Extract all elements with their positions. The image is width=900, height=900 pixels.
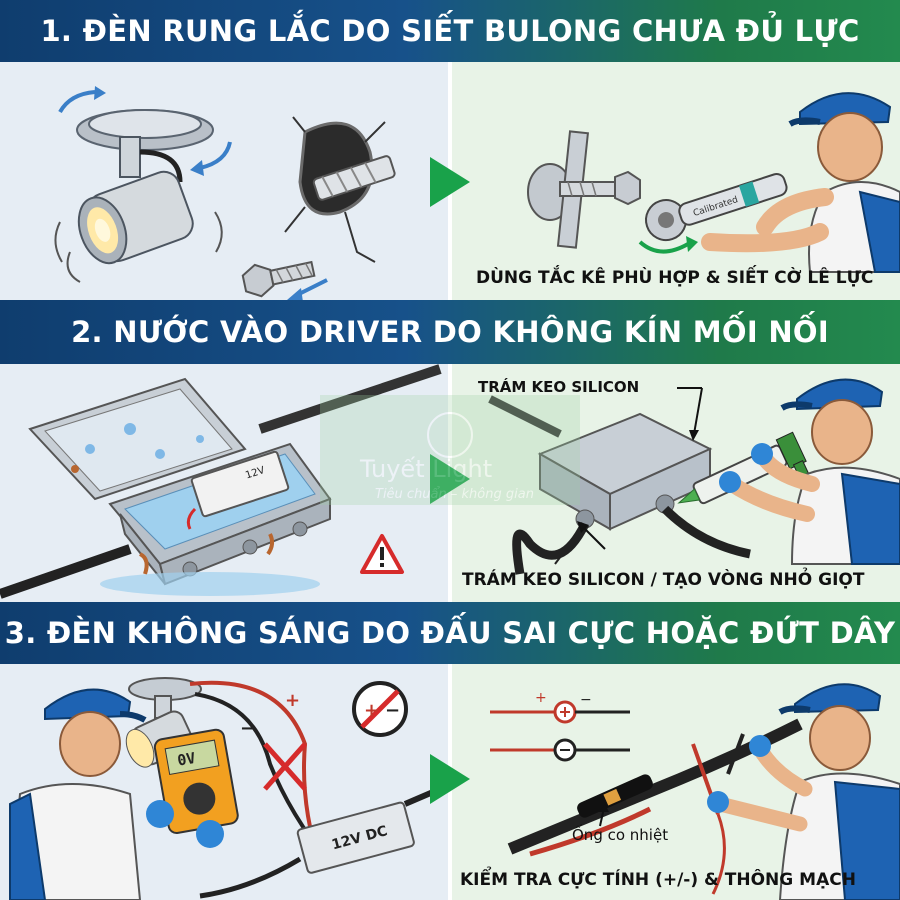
worker-icon xyxy=(719,378,900,565)
section-1-header: 1. ĐÈN RUNG LẮC DO SIẾT BULONG CHƯA ĐỦ L… xyxy=(0,0,900,62)
wire-plus: + xyxy=(285,690,300,711)
callout-pointer xyxy=(677,387,703,441)
silicone-callout-top: TRÁM KEO SILICON xyxy=(478,378,640,396)
section-2-header: 2. NƯỚC VÀO DRIVER DO KHÔNG KÍN MỐI NỐI xyxy=(0,300,900,364)
warning-icon xyxy=(360,534,404,574)
polarity-minus: − xyxy=(580,692,592,708)
section-2-title: 2. NƯỚC VÀO DRIVER DO KHÔNG KÍN MỐI NỐI xyxy=(71,315,829,349)
callout-pointer xyxy=(577,521,606,550)
section-3: 12V DC + − + − 0V xyxy=(0,664,900,900)
section-3-header: 3. ĐÈN KHÔNG SÁNG DO ĐẤU SAI CỰC HOẶC ĐỨ… xyxy=(0,602,900,664)
flooded-junction-box-icon: 12V xyxy=(0,364,442,599)
section-1-title: 1. ĐÈN RUNG LẮC DO SIẾT BULONG CHƯA ĐỦ L… xyxy=(40,14,860,48)
polarity-plus: + xyxy=(535,690,547,706)
arrow-right-icon xyxy=(430,454,470,504)
worker-icon xyxy=(701,92,900,273)
meter-reading: 0V xyxy=(176,749,197,770)
section-2-caption: TRÁM KEO SILICON / TẠO VÒNG NHỎ GIỌT xyxy=(462,570,865,590)
crossed-minus: − xyxy=(385,700,400,721)
wire-minus: − xyxy=(240,718,255,739)
section-3-title: 3. ĐÈN KHÔNG SÁNG DO ĐẤU SAI CỰC HOẶC ĐỨ… xyxy=(4,616,896,650)
arrow-right-icon xyxy=(430,754,470,804)
callout-pointer xyxy=(599,804,609,827)
section-1: Calibrated DÙNG TẮC KÊ PHÙ HỢP & SIẾT CỜ… xyxy=(0,62,900,302)
wobbling-spotlight-icon xyxy=(54,86,232,283)
polarity-diagram: + − xyxy=(490,690,630,762)
section-1-caption: DÙNG TẮC KÊ PHÙ HỢP & SIẾT CỜ LÊ LỰC xyxy=(476,268,874,288)
sealed-junction-box-icon xyxy=(488,395,751,575)
heat-shrink-label: Ống co nhiệt xyxy=(572,826,669,844)
section-3-caption: KIỂM TRA CỰC TÍNH (+/-) & THÔNG MẠCH xyxy=(460,870,856,890)
arrow-right-icon xyxy=(430,157,470,207)
worker-with-multimeter-icon: 0V xyxy=(8,688,239,900)
faulty-wiring-icon: 12V DC + − + − xyxy=(125,677,442,899)
worker-icon xyxy=(707,683,900,900)
crossed-plus: + xyxy=(364,700,379,721)
section-2: 12V xyxy=(0,364,900,602)
toggle-anchor-bolt-icon xyxy=(527,130,641,249)
cracked-wall-anchor-icon xyxy=(241,116,396,302)
torque-wrench-icon: Calibrated xyxy=(638,172,788,254)
